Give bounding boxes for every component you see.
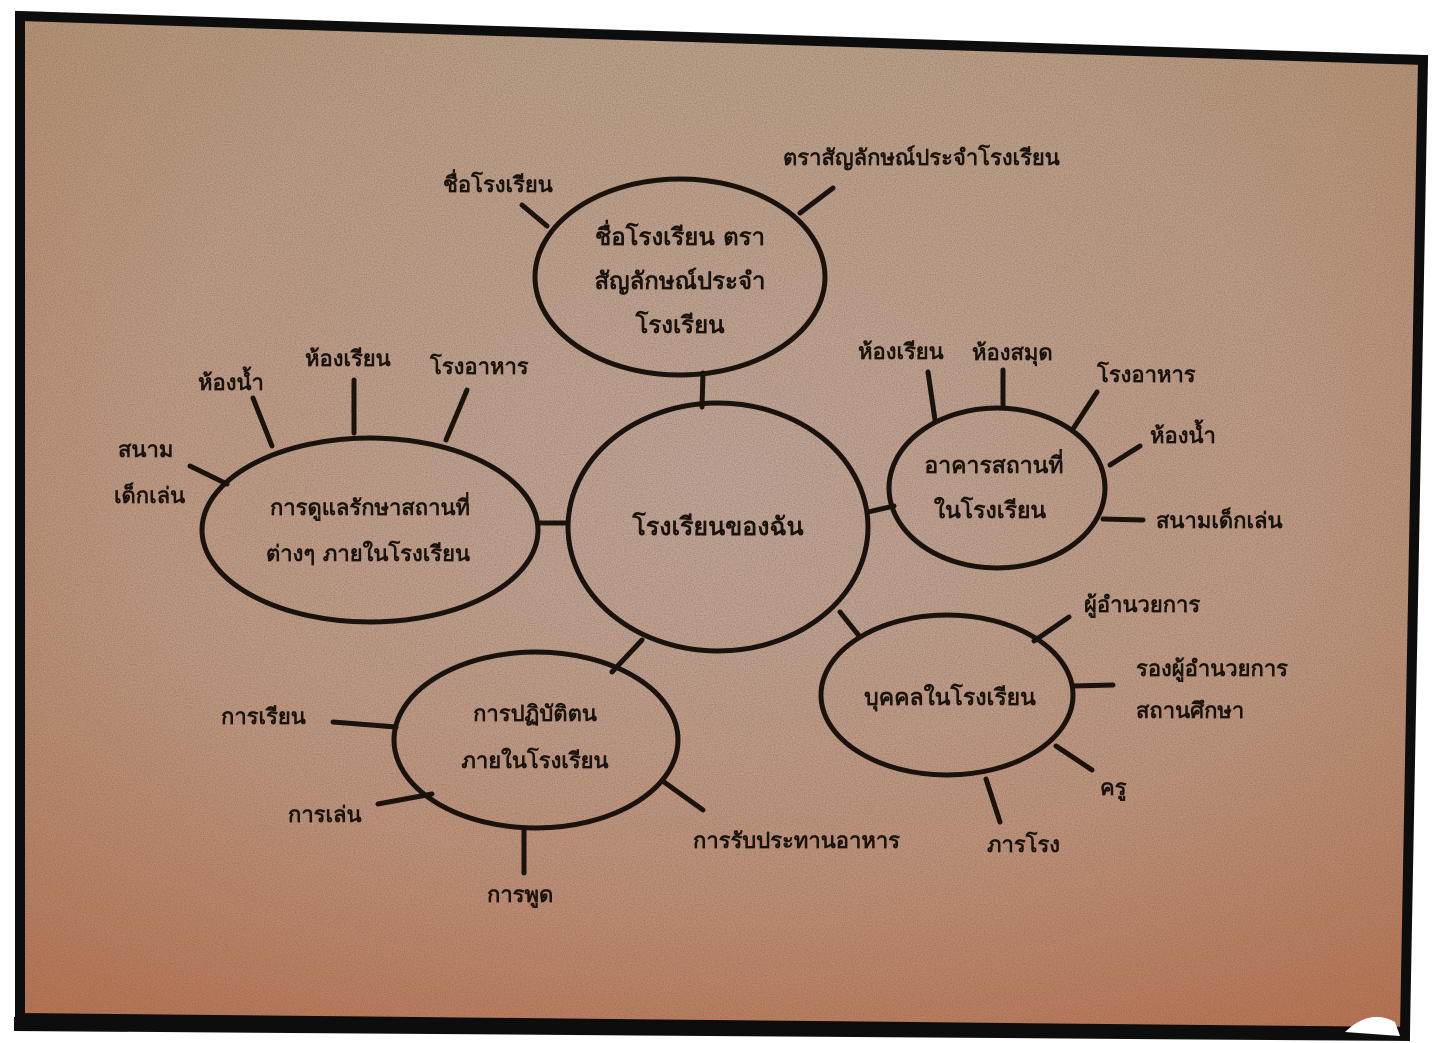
leaf-eating: การรับประทานอาหาร (693, 829, 900, 854)
leaf-right-canteen: โรงอาหาร (1096, 361, 1196, 388)
leaf-labels: ชื่อโรงเรียน ตราสัญลักษณ์ประจำโรงเรียน ห… (114, 144, 1288, 909)
center-label: โรงเรียนของฉัน (631, 511, 803, 541)
leaf-left-playground-line-1: สนาม (118, 438, 173, 463)
leaf-speaking: การพูด (487, 883, 553, 909)
photo-frame (13, 10, 1429, 1041)
leaf-school-emblem: ตราสัญลักษณ์ประจำโรงเรียน (783, 144, 1060, 171)
branch-conduct-in-school: การปฏิบัติตน ภายในโรงเรียน (391, 649, 681, 831)
leaf-right-playground: สนามเด็กเล่น (1156, 506, 1283, 534)
paper-background (20, 16, 1423, 1032)
center-node: โรงเรียนของฉัน (565, 400, 871, 654)
leaf-director: ผู้อำนวยการ (1084, 593, 1200, 619)
leaf-left-playground-line-2: เด็กเล่น (114, 481, 185, 509)
leaf-right-classroom: ห้องเรียน (858, 340, 944, 365)
branch-right-line-1: อาคารสถานที่ (924, 448, 1063, 479)
leaf-left-toilet: ห้องน้ำ (198, 366, 264, 396)
leaf-right-toilet: ห้องน้ำ (1150, 419, 1216, 449)
leaf-janitor: ภารโรง (987, 831, 1060, 858)
branch-bottom-left-line-2: ภายในโรงเรียน (461, 747, 608, 774)
branch-school-name-emblem: ชื่อโรงเรียน ตรา สัญลักษณ์ประจำ โรงเรียน (532, 176, 828, 378)
page-corner-fold (1345, 1016, 1400, 1036)
leaf-studying: การเรียน (221, 705, 306, 730)
branch-left-ellipse (199, 435, 541, 625)
center-ellipse (565, 400, 871, 654)
branch-top-ellipse (532, 176, 828, 378)
branch-top-line-2: สัญลักษณ์ประจำ (595, 267, 766, 295)
branch-top-line-1: ชื่อโรงเรียน ตรา (595, 219, 765, 251)
leaf-teacher: ครู (1100, 776, 1127, 802)
branch-left-line-2: ต่างๆ ภายในโรงเรียน (266, 540, 470, 567)
branch-right-ellipse (886, 405, 1108, 571)
leaf-left-classroom: ห้องเรียน (305, 347, 391, 372)
leaf-deputy-director-line-1: รองผู้อำนวยการ (1136, 657, 1288, 683)
branch-right-line-2: ในโรงเรียน (934, 496, 1047, 524)
leaf-school-name: ชื่อโรงเรียน (443, 168, 553, 198)
branch-bottom-right-line-1: บุคคลในโรงเรียน (864, 683, 1036, 712)
branch-top-line-3: โรงเรียน (634, 310, 725, 339)
leaf-right-library: ห้องสมุด (972, 341, 1053, 367)
branch-left-line-1: การดูแลรักษาสถานที่ (270, 491, 470, 522)
branch-school-buildings: อาคารสถานที่ ในโรงเรียน (886, 405, 1108, 571)
branch-bottom-left-ellipse (391, 649, 681, 831)
leaf-playing: การเล่น (288, 803, 362, 828)
branch-bottom-left-line-1: การปฏิบัติตน (473, 702, 597, 727)
branch-care-of-places: การดูแลรักษาสถานที่ ต่างๆ ภายในโรงเรียน (199, 435, 541, 625)
branch-bottom-right-ellipse (818, 612, 1076, 778)
leaf-left-canteen: โรงอาหาร (429, 353, 529, 380)
branch-people-in-school: บุคคลในโรงเรียน (818, 612, 1076, 778)
leaf-deputy-director-line-2: สถานศึกษา (1136, 699, 1244, 724)
